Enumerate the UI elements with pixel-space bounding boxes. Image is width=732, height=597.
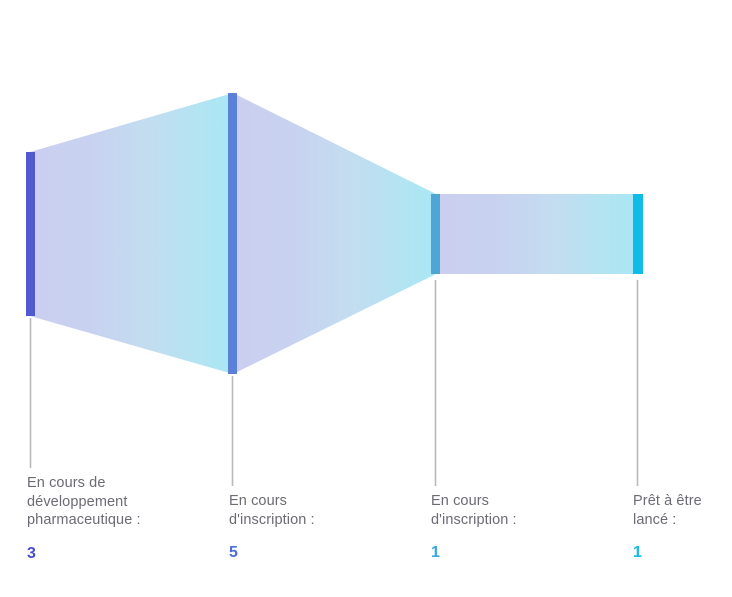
funnel-stage-label-3-value: 1 bbox=[431, 544, 441, 561]
funnel-segment-3 bbox=[436, 194, 638, 274]
funnel-stage-label-1-value: 3 bbox=[27, 544, 37, 562]
funnel-stage-label-1: En cours de développement pharmaceutique… bbox=[27, 474, 212, 563]
funnel-bar-stage-3[interactable] bbox=[431, 194, 440, 274]
funnel-stage-label-2-title: En cours d'inscription : bbox=[229, 493, 315, 528]
funnel-segment-1 bbox=[30, 93, 233, 374]
funnel-bar-stage-4[interactable] bbox=[633, 194, 643, 274]
funnel-stage-label-3: En cours d'inscription : 1 bbox=[431, 492, 616, 562]
funnel-stage-label-4: Prêt à être lancé : 1 bbox=[633, 492, 732, 562]
funnel-stage-label-4-title: Prêt à être lancé : bbox=[633, 493, 702, 528]
funnel-bar-stage-1[interactable] bbox=[26, 152, 35, 316]
funnel-stage-label-3-title: En cours d'inscription : bbox=[431, 493, 517, 528]
funnel-stage-label-2: En cours d'inscription : 5 bbox=[229, 492, 414, 562]
funnel-stage-label-1-title: En cours de développement pharmaceutique… bbox=[27, 475, 141, 528]
funnel-segment-2 bbox=[233, 93, 436, 374]
funnel-bar-stage-2[interactable] bbox=[228, 93, 237, 374]
funnel-stage-label-4-value: 1 bbox=[633, 544, 643, 561]
funnel-stage-label-2-value: 5 bbox=[229, 544, 239, 561]
